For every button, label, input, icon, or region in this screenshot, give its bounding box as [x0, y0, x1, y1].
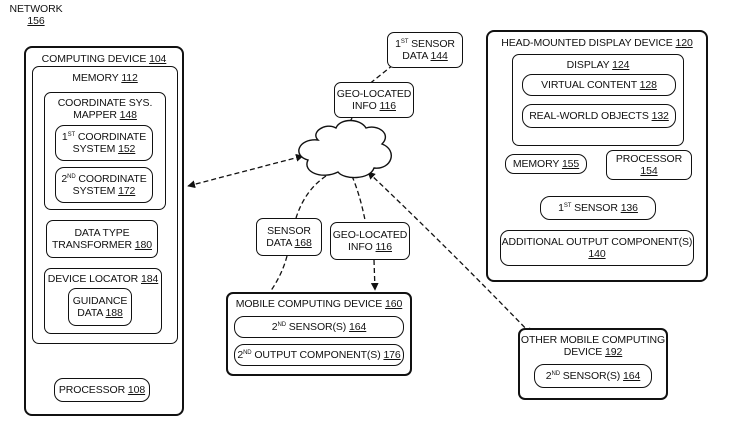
geo-located-info-mid-label: GEO-LOCATED INFO 116 — [332, 229, 408, 253]
processor-108-label: PROCESSOR 108 — [58, 384, 146, 396]
real-world-objects-box: REAL-WORLD OBJECTS 132 — [522, 104, 676, 128]
other-mobile-device-label: OTHER MOBILE COMPUTING DEVICE 192 — [520, 334, 666, 358]
data-type-transformer-box: DATA TYPE TRANSFORMER 180 — [46, 220, 158, 258]
geo-located-info-mid-tag: GEO-LOCATED INFO 116 — [330, 222, 410, 260]
second-sensors-164-label: 2ND SENSOR(S) 164 — [271, 321, 367, 333]
second-coordinate-system-label: 2ND COORDINATE SYSTEM 172 — [61, 173, 147, 197]
sensor-data-168-label: SENSOR DATA 168 — [266, 225, 312, 249]
memory-155-box: MEMORY 155 — [505, 154, 587, 174]
second-coordinate-system-box: 2ND COORDINATE SYSTEM 172 — [55, 167, 153, 203]
coordinate-mapper-label: COORDINATE SYS. MAPPER 148 — [57, 97, 153, 121]
device-locator-label: DEVICE LOCATOR 184 — [47, 273, 159, 285]
link-sensor-data-mobile — [295, 175, 327, 219]
processor-154-label: PROCESSOR 154 — [615, 153, 683, 177]
processor-108-box: PROCESSOR 108 — [54, 378, 150, 402]
real-world-objects-label: REAL-WORLD OBJECTS 132 — [529, 110, 669, 122]
head-mounted-display-label: HEAD-MOUNTED DISPLAY DEVICE 120 — [501, 37, 693, 49]
link-computing-network — [187, 153, 304, 189]
link-geo-info-mid-mobile — [370, 259, 379, 291]
geo-located-info-top-tag: GEO-LOCATED INFO 116 — [334, 82, 414, 118]
geo-located-info-top-label: GEO-LOCATED INFO 116 — [336, 88, 412, 112]
computing-device-label: COMPUTING DEVICE 104 — [41, 53, 167, 65]
virtual-content-box: VIRTUAL CONTENT 128 — [522, 74, 676, 96]
second-sensors-164-box: 2ND SENSOR(S) 164 — [234, 316, 404, 338]
second-output-component-box: 2ND OUTPUT COMPONENT(S) 176 — [234, 344, 404, 366]
display-124-box: DISPLAY 124 — [512, 54, 684, 146]
network-cloud — [298, 119, 392, 179]
link-sensor-data-mobile-down — [269, 255, 288, 293]
first-sensor-data-label: 1ST SENSOR DATA 144 — [395, 38, 455, 62]
memory-155-label: MEMORY 155 — [512, 158, 580, 170]
link-sensor-data-top — [367, 64, 394, 86]
mobile-computing-device-label: MOBILE COMPUTING DEVICE 160 — [235, 298, 403, 310]
processor-154-box: PROCESSOR 154 — [606, 150, 692, 180]
network-label: NETWORK 156 — [9, 3, 63, 27]
first-sensor-data-tag: 1ST SENSOR DATA 144 — [387, 32, 463, 68]
additional-output-box: ADDITIONAL OUTPUT COMPONENT(S) 140 — [500, 230, 694, 266]
guidance-data-box: GUIDANCE DATA 188 — [68, 288, 132, 326]
first-coordinate-system-label: 1ST COORDINATE SYSTEM 152 — [61, 131, 147, 155]
other-second-sensors-label: 2ND SENSOR(S) 164 — [545, 370, 641, 382]
memory-112-label: MEMORY 112 — [72, 72, 138, 84]
additional-output-label: ADDITIONAL OUTPUT COMPONENT(S) 140 — [501, 236, 693, 260]
data-type-transformer-label: DATA TYPE TRANSFORMER 180 — [51, 227, 153, 251]
first-sensor-136-box: 1ST SENSOR 136 — [540, 196, 656, 220]
sensor-data-168-tag: SENSOR DATA 168 — [256, 218, 322, 256]
link-network-other-device — [367, 171, 533, 336]
first-sensor-136-label: 1ST SENSOR 136 — [558, 202, 638, 214]
second-output-component-label: 2ND OUTPUT COMPONENT(S) 176 — [237, 349, 401, 361]
other-second-sensors-box: 2ND SENSOR(S) 164 — [534, 364, 652, 388]
guidance-data-label: GUIDANCE DATA 188 — [72, 295, 128, 319]
first-coordinate-system-box: 1ST COORDINATE SYSTEM 152 — [55, 125, 153, 161]
link-network-geo-info-mid — [351, 175, 366, 221]
display-124-label: DISPLAY 124 — [566, 59, 630, 71]
virtual-content-label: VIRTUAL CONTENT 128 — [541, 79, 657, 91]
